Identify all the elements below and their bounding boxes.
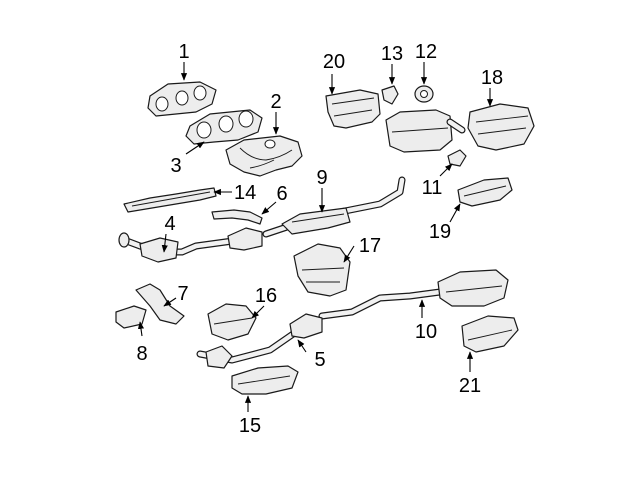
leader-lines	[137, 62, 494, 412]
part-20-heat-shield	[325, 89, 381, 129]
callout-14: 14	[234, 182, 256, 204]
callout-10: 10	[415, 321, 437, 343]
callout-12: 12	[415, 41, 437, 63]
callout-2: 2	[270, 91, 281, 113]
part-6-bracket	[211, 209, 263, 225]
callout-19: 19	[429, 221, 451, 243]
part-4-front-pipe	[118, 227, 263, 263]
part-12-insulator	[414, 85, 434, 103]
callout-18: 18	[481, 67, 503, 89]
part-18-heat-shield	[467, 103, 535, 151]
part-10-rear-pipe	[318, 269, 509, 320]
part-16-heat-shield	[207, 303, 257, 341]
callout-1: 1	[178, 41, 189, 63]
callout-20: 20	[323, 51, 345, 73]
part-9-center-pipe	[262, 176, 406, 238]
part-8-hanger	[115, 305, 147, 329]
callout-labels: 1 2 3 4 5 6 7 8 9 10 11 12 13 14 15 16 1…	[136, 41, 503, 437]
callout-4: 4	[164, 213, 175, 235]
callout-15: 15	[239, 415, 261, 437]
part-21-heat-shield	[461, 315, 519, 353]
part-7-bracket	[135, 283, 185, 325]
callout-13: 13	[381, 43, 403, 65]
callout-6: 6	[276, 183, 287, 205]
part-3-manifold-gasket	[185, 109, 263, 145]
rear-muffler-upper	[385, 109, 466, 153]
callout-21: 21	[459, 375, 481, 397]
part-1-manifold-gasket	[147, 81, 217, 117]
callout-3: 3	[170, 155, 181, 177]
callout-17: 17	[359, 235, 381, 257]
callout-5: 5	[314, 349, 325, 371]
part-17-heat-shield	[293, 243, 351, 297]
part-2-exhaust-manifold	[225, 135, 303, 177]
callout-9: 9	[316, 167, 327, 189]
callout-11: 11	[422, 177, 443, 199]
part-15-heat-shield	[231, 365, 299, 395]
callout-8: 8	[136, 343, 147, 365]
callout-16: 16	[255, 285, 277, 307]
callout-7: 7	[177, 283, 188, 305]
part-19-heat-shield	[457, 177, 513, 207]
part-11-bracket	[447, 149, 467, 167]
part-13-hanger	[381, 85, 399, 105]
part-5-front-pipe	[196, 313, 323, 369]
part-14-heat-shield	[123, 187, 217, 213]
